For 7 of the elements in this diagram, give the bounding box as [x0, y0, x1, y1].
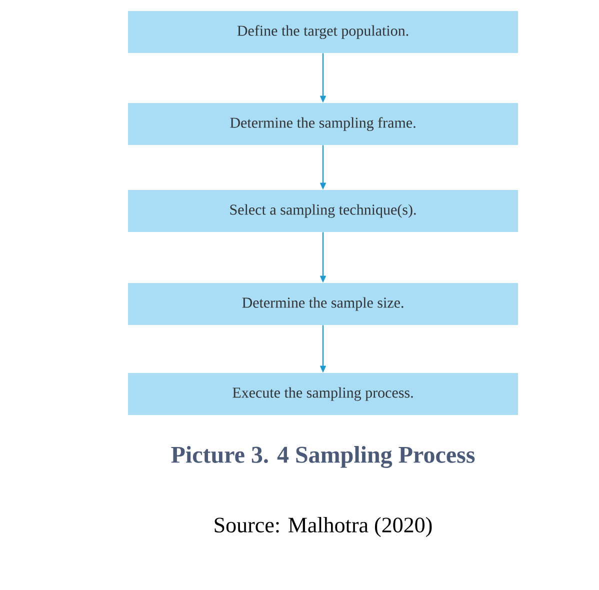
- process-box: Select a sampling technique(s).: [128, 190, 518, 232]
- process-box: Determine the sampling frame.: [128, 103, 518, 145]
- process-box: Determine the sample size.: [128, 283, 518, 325]
- source-note: Source: Malhotra (2020): [214, 517, 432, 537]
- process-box: Execute the sampling process.: [128, 373, 518, 415]
- process-box: Define the target population.: [128, 11, 518, 53]
- figure-caption: Picture 3. 4 Sampling Process: [171, 446, 475, 468]
